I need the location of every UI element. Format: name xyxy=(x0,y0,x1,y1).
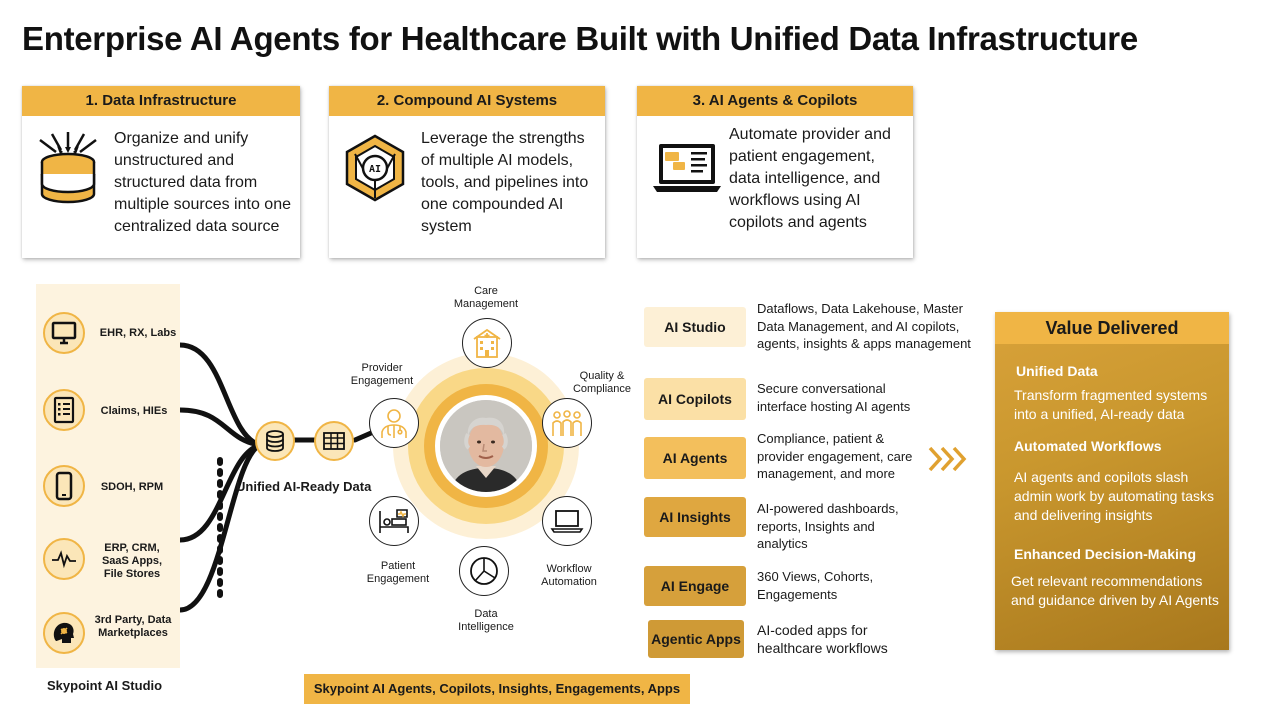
value-delivered-header: Value Delivered xyxy=(995,312,1229,344)
value-text: AI agents and copilots slash admin work … xyxy=(1014,469,1214,523)
capability-description: Secure conversational interface hosting … xyxy=(757,381,911,414)
value-heading: Unified Data xyxy=(1016,363,1098,379)
capability-ai-engage[interactable]: AI Engage xyxy=(644,566,746,606)
capability-ai-studio[interactable]: AI Studio xyxy=(644,307,746,347)
wheel-label-provider-engagement: Provider Engagement xyxy=(350,362,414,387)
value-heading: Automated Workflows xyxy=(1014,438,1162,454)
database-icon xyxy=(255,421,295,461)
capability-ai-insights[interactable]: AI Insights xyxy=(644,497,746,537)
head-brain-icon xyxy=(43,612,85,654)
page-title: Enterprise AI Agents for Healthcare Buil… xyxy=(22,20,1138,57)
laptop-chat-icon xyxy=(653,144,721,192)
capability-description: AI-powered dashboards, reports, Insights… xyxy=(757,501,899,551)
monitor-icon xyxy=(43,312,85,354)
wheel-label-data-intelligence: Data Intelligence xyxy=(458,608,514,633)
hospital-icon xyxy=(462,318,512,368)
wheel-label-workflow-automation: Workflow Automation xyxy=(541,563,597,588)
capability-ai-agents[interactable]: AI Agents xyxy=(644,437,746,479)
person-portrait xyxy=(440,400,532,492)
value-text: Get relevant recommendations and guidanc… xyxy=(1011,573,1219,608)
value-delivered-panel xyxy=(995,312,1229,650)
database-icon xyxy=(39,132,97,204)
card-data-infrastructure: 1. Data Infrastructure Organize and unif… xyxy=(22,86,300,258)
card-description: Automate provider and patient engagement… xyxy=(729,126,891,231)
wheel-label-care-management: Care Management xyxy=(453,285,519,310)
source-label: ERP, CRM, SaaS Apps, File Stores xyxy=(101,542,163,580)
source-label: EHR, RX, Labs xyxy=(99,327,177,339)
ai-hexagon-icon: AI xyxy=(345,134,405,202)
card-description: Leverage the strengths of multiple AI mo… xyxy=(421,130,589,235)
unified-data-label: Unified AI-Ready Data xyxy=(236,479,372,494)
doctor-icon xyxy=(369,398,419,448)
ai-hexagon-label: AI xyxy=(369,164,381,175)
smartphone-icon xyxy=(43,465,85,507)
source-label: 3rd Party, Data Marketplaces xyxy=(94,614,172,639)
pie-chart-icon xyxy=(459,546,509,596)
waveform-icon xyxy=(43,538,85,580)
capability-ai-copilots[interactable]: AI Copilots xyxy=(644,378,746,420)
source-label: Claims, HIEs xyxy=(100,405,168,417)
value-heading: Enhanced Decision-Making xyxy=(1014,546,1197,562)
capability-description: AI-coded apps for healthcare workflows xyxy=(757,622,888,656)
group-icon xyxy=(542,398,592,448)
patient-bed-icon xyxy=(369,496,419,546)
card-description: Organize and unify unstructured and stru… xyxy=(114,130,291,235)
card-header: 2. Compound AI Systems xyxy=(329,86,605,116)
card-header: 1. Data Infrastructure xyxy=(22,86,300,116)
card-header: 3. AI Agents & Copilots xyxy=(637,86,913,116)
capability-description: 360 Views, Cohorts, Engagements xyxy=(757,569,874,602)
capability-description: Dataflows, Data Lakehouse, Master Data M… xyxy=(757,301,971,351)
wheel-label-patient-engagement: Patient Engagement xyxy=(366,560,430,585)
capability-description: Compliance, patient & provider engagemen… xyxy=(757,431,913,481)
source-label: SDOH, RPM xyxy=(100,481,164,493)
sources-caption: Skypoint AI Studio xyxy=(47,678,163,693)
value-text: Transform fragmented systems into a unif… xyxy=(1014,387,1208,422)
table-grid-icon xyxy=(314,421,354,461)
document-list-icon xyxy=(43,389,85,431)
chevron-right-icon xyxy=(928,446,967,472)
laptop-icon xyxy=(542,496,592,546)
card-compound-ai: 2. Compound AI Systems AI Leverage the s… xyxy=(329,86,605,258)
capability-agentic-apps[interactable]: Agentic Apps xyxy=(648,620,744,658)
card-agents-copilots: 3. AI Agents & Copilots Automate provide… xyxy=(637,86,913,258)
bottom-banner: Skypoint AI Agents, Copilots, Insights, … xyxy=(304,674,690,704)
wheel-label-quality-compliance: Quality & Compliance xyxy=(572,370,632,395)
